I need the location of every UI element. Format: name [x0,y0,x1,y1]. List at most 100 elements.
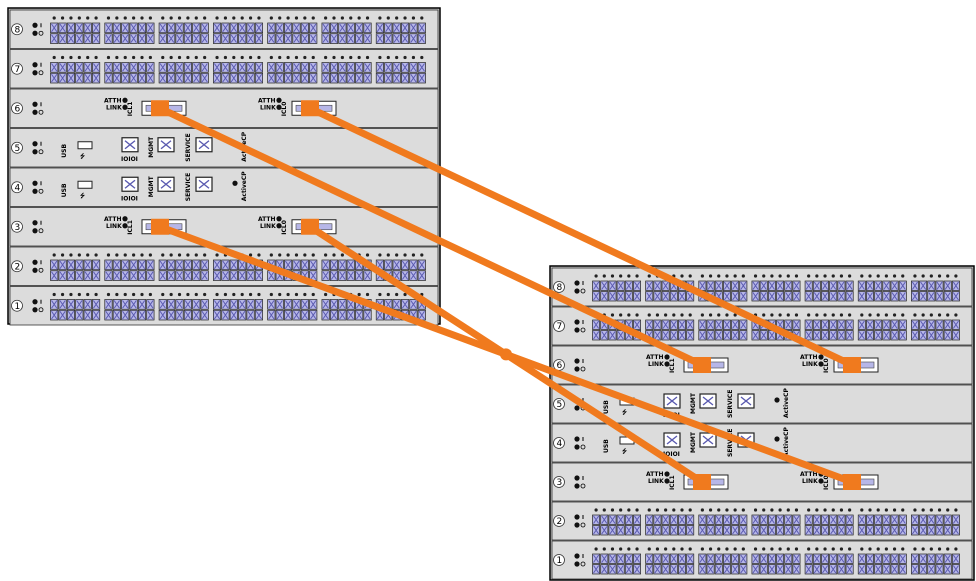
port-led-icon [303,16,307,20]
port-cross-icon [740,292,747,301]
port-cross-icon [858,554,865,563]
port-cross-icon [176,23,183,33]
slot-number: 7 [557,322,563,332]
port-led-icon [868,508,872,512]
port-cross-icon [222,23,229,33]
led-icon [276,223,282,229]
port-led-icon [860,313,864,317]
port-led-icon [148,253,152,257]
port-cross-icon [230,63,237,72]
port-cross-icon [899,565,906,574]
port-led-icon [340,55,344,60]
port-cross-icon [723,515,730,524]
port-led-icon [884,313,888,317]
port-led-icon [357,55,361,60]
port-cross-icon [813,292,820,301]
port-cross-icon [159,310,166,320]
cable-line [158,105,704,369]
port-cross-icon [740,565,747,574]
port-cross-icon [928,554,935,563]
port-cross-icon [740,554,747,563]
port-led-icon [594,547,598,551]
port-cross-icon [699,554,706,563]
port-cross-icon [805,526,812,535]
port-led-icon [94,253,98,257]
port-cross-icon [356,34,363,43]
led-icon [574,553,580,559]
service-label: SERVICE [185,133,192,161]
port-cross-icon [634,515,641,524]
port-led-icon [257,16,261,20]
port-cross-icon [732,515,739,524]
power-icon [580,444,586,450]
port-led-icon [733,547,737,551]
port-cross-icon [793,515,800,524]
port-led-icon [115,292,119,297]
slot-number: 4 [557,439,563,449]
port-led-icon [52,55,56,60]
port-cross-icon [322,34,329,43]
port-cross-icon [67,34,75,43]
port-led-icon [688,313,692,317]
port-cross-icon [662,565,669,574]
port-cross-icon [760,281,767,290]
port-cross-icon [920,292,927,301]
port-cross-icon [184,73,192,83]
port-led-icon [839,274,844,278]
port-cross-icon [662,292,669,301]
led-icon [276,216,282,222]
port-cross-icon [301,73,308,83]
port-cross-icon [230,260,237,270]
port-cross-icon [846,320,853,329]
power-icon [38,70,44,76]
port-cross-icon [393,34,400,43]
atth-label: ATTH [104,97,122,104]
port-cross-icon [883,281,890,290]
led-icon [574,475,580,481]
port-led-icon [794,547,799,551]
led-icon [574,288,580,294]
port-cross-icon [222,260,229,270]
port-led-icon [177,16,182,20]
port-led-icon [161,292,165,297]
console-cross-icon [124,140,136,150]
port-led-icon [223,55,228,60]
port-cross-icon [732,331,739,340]
port-cross-icon [838,515,845,524]
port-cross-icon [911,320,918,329]
port-led-icon [232,16,236,20]
port-cross-icon [410,23,417,33]
port-led-icon [839,313,844,317]
port-led-icon [278,55,282,60]
port-led-icon [672,508,676,512]
port-led-icon [240,55,244,60]
port-cross-icon [385,73,392,83]
port-cross-icon [376,310,384,320]
port-cross-icon [76,34,83,43]
port-led-icon [349,16,353,20]
port-cross-icon [601,331,608,340]
port-led-icon [741,508,745,512]
port-led-icon [913,313,917,317]
port-led-icon [60,292,65,297]
port-led-icon [815,508,819,512]
active-cp-label: ActiveCP [241,171,248,202]
port-led-icon [753,508,758,512]
port-cross-icon [625,515,632,524]
port-cross-icon [418,23,425,33]
slot-number-badge [11,141,23,154]
port-cross-icon [105,73,112,83]
port-led-icon [140,292,144,297]
port-led-icon [860,508,864,512]
port-cross-icon [609,331,616,340]
port-cross-icon [654,565,661,574]
port-led-icon [311,292,315,297]
port-cross-icon [130,310,137,320]
port-led-icon [823,547,827,551]
usb-port [77,141,93,150]
port-cross-icon [609,281,616,290]
port-cross-icon [347,300,354,309]
port-cross-icon [883,515,890,524]
port-cross-icon [593,292,600,301]
led-icon [122,104,128,110]
